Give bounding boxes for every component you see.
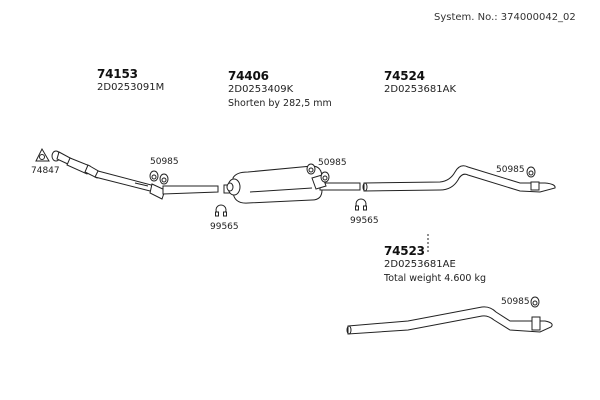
- oem-number: 2D0253409K: [228, 84, 294, 95]
- oem-number: 2D0253681AK: [384, 84, 456, 95]
- gasket-icon: [35, 147, 50, 162]
- front-pipe-74153: [51, 150, 219, 200]
- clamp-icon: [355, 198, 367, 211]
- rubber-mount-icon: [306, 163, 330, 183]
- system-number: System. No.: 374000042_02: [434, 12, 576, 23]
- oem-number: 2D0253091M: [97, 82, 165, 93]
- rubber-mount-label: 50985: [501, 297, 530, 307]
- rubber-mount-icon: [149, 170, 169, 185]
- part-number: 74153: [97, 67, 138, 81]
- clamp-icon: [215, 204, 227, 217]
- part-note: Shorten by 282,5 mm: [228, 98, 332, 109]
- part-number: 74406: [228, 69, 269, 83]
- clamp-label: 99565: [210, 222, 239, 232]
- rubber-mount-label: 50985: [150, 157, 179, 167]
- middle-muffler-74406: [223, 165, 361, 204]
- rubber-mount-icon: [530, 296, 540, 308]
- clamp-label: 99565: [350, 216, 379, 226]
- oem-number: 2D0253681AE: [384, 259, 456, 270]
- rubber-mount-label: 50985: [496, 165, 525, 175]
- part-note: Total weight 4.600 kg: [384, 273, 487, 284]
- rubber-mount-icon: [526, 166, 536, 178]
- gasket-label: 74847: [31, 166, 60, 176]
- rear-pipe-74524: [362, 165, 556, 193]
- rear-pipe-74523: [346, 306, 553, 335]
- part-number: 74523: [384, 244, 425, 258]
- part-number: 74524: [384, 69, 425, 83]
- rubber-mount-label: 50985: [318, 158, 347, 168]
